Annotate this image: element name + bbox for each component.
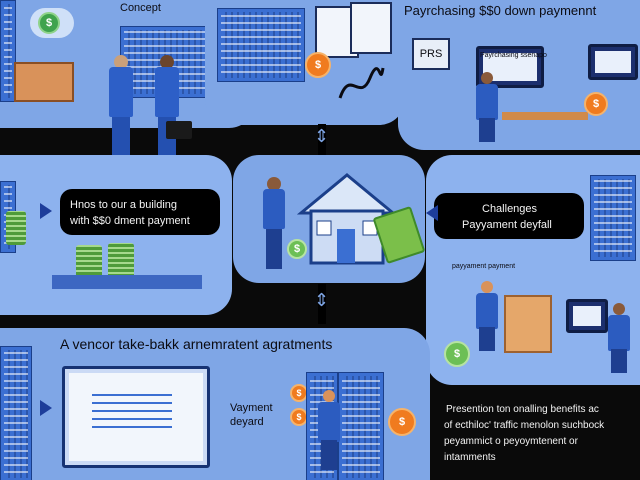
concept-label: Concept: [120, 2, 161, 14]
presentation-line2: of ecthiloc' traffic menolon suchbock: [444, 420, 605, 431]
prs-sign: PRS: [412, 38, 450, 70]
businessman-figure: [108, 55, 134, 170]
arrow-right-icon: [40, 203, 52, 219]
arrow-left-icon: [426, 205, 438, 221]
text-box: [434, 193, 584, 239]
document-icon: [350, 2, 392, 54]
dollar-coin-icon: $: [584, 92, 608, 116]
up-down-arrow-icon: ⇕: [314, 126, 330, 146]
dollar-coin-icon: $: [290, 384, 308, 402]
challenges-panel: Challenges Payyament deyfall payyament p…: [426, 155, 640, 385]
computer-monitor: [588, 44, 638, 80]
vendor-takeback-title: A vencor take-bakk arnemratent agratment…: [60, 336, 333, 352]
dollar-coin-icon: $: [38, 12, 60, 34]
down-payment-panel: Payrchasing $$0 down paymennt PRS Payrch…: [398, 0, 640, 150]
screen-banner-label: Payrchasing ssenapo: [480, 52, 547, 59]
zero-down-panel: Hnos to our a building with $$0 dment pa…: [0, 155, 232, 315]
office-desk: [502, 112, 588, 120]
presentation-line4: intamments: [444, 452, 496, 463]
challenges-line2: Payyament deyfall: [462, 219, 552, 231]
connector-line: [318, 284, 326, 324]
down-payment-label: Payrchasing $$0 down paymennt: [404, 3, 597, 18]
up-down-arrow-icon: ⇕: [314, 290, 330, 310]
house-documents-panel: $: [205, 0, 405, 125]
signature-icon: [338, 67, 385, 99]
house-box-icon: [14, 62, 74, 102]
payment-deyard-line1: Vayment: [230, 402, 273, 414]
vendor-takeback-panel: A vencor take-bakk arnemratent agratment…: [0, 328, 430, 480]
handshake-scene: [100, 55, 210, 175]
businessman-figure: [154, 55, 180, 170]
zero-down-line1: Hnos to our a building: [70, 199, 178, 211]
dollar-coin-icon: $: [305, 52, 331, 78]
cardboard-boxes: [504, 295, 552, 353]
coin-stack-icon: [6, 211, 26, 245]
screen-form-lines: [92, 388, 172, 428]
arrow-right-icon: [40, 400, 52, 416]
office-worker-figure: [474, 72, 500, 142]
briefcase-icon: [166, 121, 192, 139]
payment-sign-label: payyament payment: [452, 263, 516, 270]
dollar-coin-icon: $: [287, 239, 307, 259]
building-illustration: [0, 0, 16, 102]
woman-figure: [316, 390, 342, 470]
payment-deyard-line2: deyard: [230, 416, 264, 428]
presentation-line1: Presention ton onalling benefits ac: [446, 404, 599, 415]
dollar-coin-icon: $: [444, 341, 470, 367]
zero-down-line2: with $$0 dment payment: [70, 215, 190, 227]
house-building: [217, 8, 305, 82]
apartment-building: [338, 372, 384, 480]
building-illustration: [590, 175, 636, 261]
office-worker-figure: [606, 303, 632, 373]
house-purchase-panel: $: [233, 155, 425, 283]
computer-monitor: [566, 299, 608, 333]
building-illustration: [0, 346, 32, 480]
connector-line: [318, 124, 326, 158]
text-box: [60, 189, 220, 235]
worker-boxes-figure: [474, 281, 500, 351]
house-icon: [297, 173, 397, 265]
platform-base: [52, 275, 202, 289]
challenges-line1: Challenges: [482, 203, 538, 215]
businessman-figure: [259, 177, 289, 269]
presentation-line3: peyammict o peyoymtenent or: [444, 436, 578, 447]
dollar-coin-icon: $: [388, 408, 416, 436]
